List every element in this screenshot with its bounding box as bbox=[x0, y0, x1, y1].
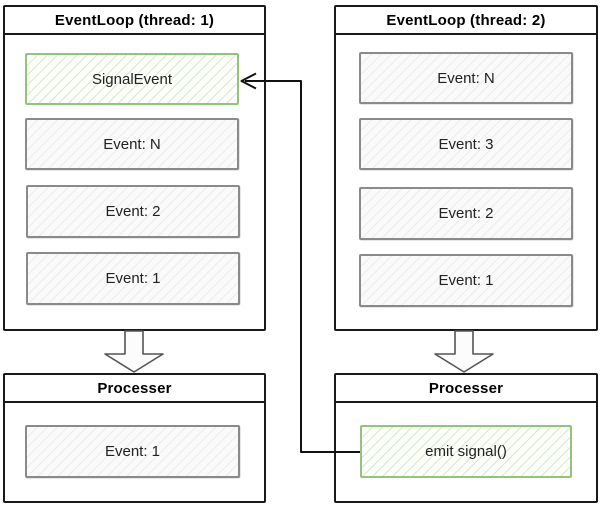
event-box-n: Event: N bbox=[25, 118, 239, 170]
block-arrow-down-left-icon bbox=[104, 330, 164, 373]
processor-1-panel: Processer Event: 1 bbox=[3, 373, 266, 503]
block-arrow-down-right-icon bbox=[434, 330, 494, 373]
event-loop-1-panel: EventLoop (thread: 1) SignalEvent Event:… bbox=[3, 5, 266, 331]
event-box-3: Event: 3 bbox=[359, 118, 573, 170]
event-loop-1-title: EventLoop (thread: 1) bbox=[5, 7, 264, 35]
event-box-1: Event: 1 bbox=[26, 252, 240, 305]
emit-signal-box: emit signal() bbox=[360, 425, 572, 478]
processor-1-title: Processer bbox=[5, 375, 264, 403]
event-box-n: Event: N bbox=[359, 52, 573, 104]
signal-event-box: SignalEvent bbox=[25, 53, 239, 105]
processor-2-title: Processer bbox=[336, 375, 596, 403]
event-box-1: Event: 1 bbox=[359, 254, 573, 307]
processor-2-panel: Processer emit signal() bbox=[334, 373, 598, 503]
event-loop-2-panel: EventLoop (thread: 2) Event: N Event: 3 … bbox=[334, 5, 598, 331]
processing-event-box: Event: 1 bbox=[25, 425, 240, 478]
event-box-2: Event: 2 bbox=[359, 187, 573, 240]
event-box-2: Event: 2 bbox=[26, 185, 240, 238]
event-loop-2-title: EventLoop (thread: 2) bbox=[336, 7, 596, 35]
